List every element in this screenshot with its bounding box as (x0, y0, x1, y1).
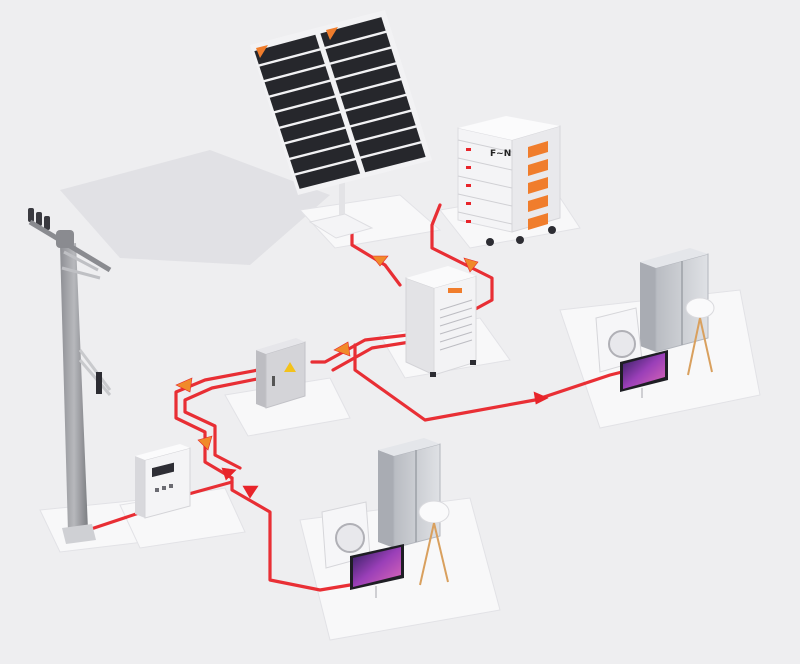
arrow-right (534, 392, 548, 404)
inverter-icon (406, 266, 476, 377)
utility-pole-icon (28, 208, 110, 544)
meter-icon (135, 444, 190, 518)
battery-brand-mark: F~N (490, 149, 511, 159)
meter-front (145, 448, 190, 518)
battery-module-indicator (466, 148, 471, 151)
battery-module-indicator (466, 184, 471, 187)
cabinet-side (256, 350, 266, 408)
electrical-cabinet-icon (256, 338, 305, 408)
inverter-side (406, 278, 434, 375)
battery-module-indicator (466, 166, 471, 169)
battery-module-indicator (466, 202, 471, 205)
battery-module-indicator (466, 220, 471, 223)
meter-side (135, 456, 145, 518)
pole-bracket-dark (96, 372, 102, 394)
pole-body (60, 243, 88, 532)
arrow-meter (222, 468, 236, 480)
cabinet-lock (272, 376, 275, 386)
battery-side (458, 128, 512, 232)
fridge-front (378, 438, 440, 548)
battery-front (512, 126, 560, 232)
inverter-brand-strip (448, 288, 462, 293)
pole-step-bracket (80, 350, 110, 395)
